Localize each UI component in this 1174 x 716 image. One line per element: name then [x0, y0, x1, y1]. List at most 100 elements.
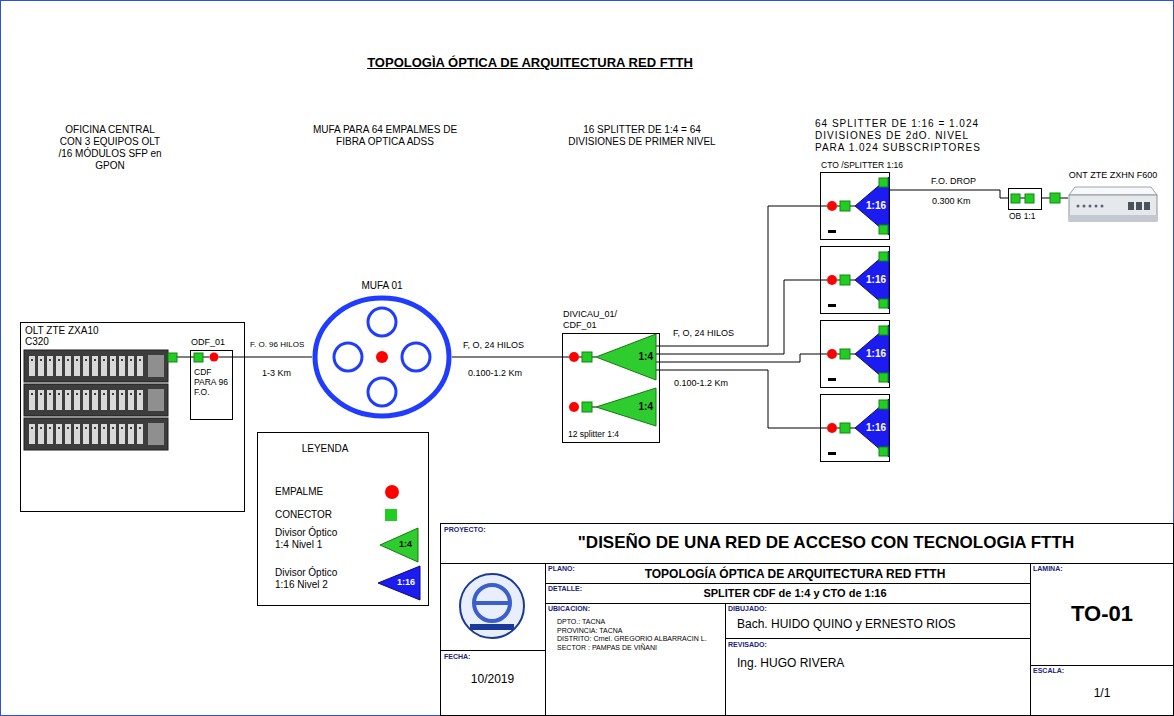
field-name: DETALLE:	[548, 585, 582, 593]
splice-symbol	[827, 423, 837, 433]
device-front	[1069, 195, 1157, 221]
field-name: FECHA:	[444, 653, 470, 661]
field-name: ESCALA:	[1033, 667, 1064, 675]
node-heading: MUFA 01	[332, 280, 432, 292]
legend-heading: LEYENDA	[290, 443, 360, 455]
splice-symbol	[827, 275, 837, 285]
olt-unit	[24, 418, 168, 450]
ont-device-outline	[1068, 184, 1158, 224]
connector-symbol	[879, 326, 888, 335]
logo-ring	[460, 574, 524, 638]
node-label: 1:16	[866, 274, 886, 286]
patch-fiber	[1020, 198, 1025, 199]
status-led	[1077, 205, 1080, 208]
field-name: PROYECTO:	[444, 526, 486, 534]
splitter-shape	[855, 251, 889, 309]
connector-symbol	[1025, 194, 1034, 203]
connector-symbol	[879, 373, 888, 382]
splitter-shape	[596, 334, 656, 380]
logo-mark	[474, 585, 510, 621]
field-name: PLANO:	[548, 565, 575, 573]
connector-symbol	[582, 402, 592, 412]
splitter-shape	[855, 399, 889, 457]
olt-unit	[24, 384, 168, 416]
legend-sample-ratio: 1:16	[397, 577, 415, 588]
node-heading: CTO /SPLITTER 1:16	[821, 160, 931, 170]
drawn-by: Bach. HUIDO QUINO y ERNESTO RIOS	[737, 617, 955, 631]
location-line: PROVINCIA: TACNA	[557, 627, 622, 635]
legend-text: EMPALME	[275, 486, 323, 498]
odf-box: ODF_01CDF PARA 96 F.O.	[190, 350, 233, 420]
title-block-grid	[440, 524, 1174, 716]
cto-box: 1:16	[820, 320, 890, 388]
olt-cards	[28, 355, 145, 377]
title-block-frame	[441, 524, 1174, 716]
legend-text: Divisor Óptico 1:4 Nivel 1	[275, 527, 350, 551]
scale-value: 1/1	[1032, 686, 1172, 700]
fiber-link	[656, 280, 820, 354]
distance-label: 0.300 Km	[932, 196, 971, 207]
location-line: SECTOR : PAMPAS DE VIÑANI	[557, 644, 657, 652]
fiber-link	[656, 354, 820, 362]
status-led	[1089, 205, 1092, 208]
splitter-shape	[855, 177, 889, 235]
connector-symbol	[840, 201, 850, 211]
date-value: 10/2019	[440, 672, 545, 686]
splice-tray	[368, 308, 396, 336]
fiber-link	[452, 357, 562, 358]
diagram-title: TOPOLOGÌA ÓPTICA DE ARQUITECTURA RED FTT…	[250, 55, 810, 71]
school-logo	[460, 574, 524, 638]
device-top	[1069, 187, 1157, 195]
sheet-number: TO-01	[1032, 601, 1172, 627]
connector-symbol	[879, 252, 888, 261]
splitter-triangle: 1:16	[855, 251, 889, 309]
splice-swatch	[385, 485, 399, 499]
splitter-shape	[596, 388, 656, 426]
splice-tray	[368, 378, 396, 406]
connector-symbol	[840, 349, 850, 359]
olt-equipment	[24, 350, 168, 450]
splice-tray	[334, 343, 362, 371]
splice-closure: MUFA 01	[312, 295, 452, 419]
olt-unit	[24, 350, 168, 382]
connector-symbol	[879, 178, 888, 187]
node-label: 12 splitter 1:4	[568, 429, 619, 439]
olt-fan	[148, 389, 164, 411]
connector-symbol	[840, 423, 850, 433]
cto-box: 1:16	[820, 394, 890, 462]
reviewed-by: Ing. HUGO RIVERA	[737, 656, 844, 670]
node-label: CDF PARA 96 F.O.	[194, 367, 230, 397]
field-name: DIBUJADO:	[728, 605, 767, 613]
patch-fiber	[562, 357, 596, 407]
cto-box: CTO /SPLITTER 1:161:16	[820, 172, 890, 240]
node-label: 1:4	[639, 401, 653, 413]
fiber-label: F, O, 24 HILOS	[462, 340, 525, 351]
termination-box: OB 1:1	[1008, 188, 1042, 210]
column-heading: 16 SPLITTER DE 1:4 = 64 DIVISIONES DE PR…	[562, 124, 722, 148]
device-port	[1144, 202, 1150, 210]
legend-splitter-sample	[378, 566, 420, 600]
status-led	[1083, 205, 1086, 208]
splitter-triangle: 1:16	[855, 399, 889, 457]
node-label: 1:16	[866, 200, 886, 212]
status-led	[1095, 205, 1098, 208]
node-label: 1:16	[866, 422, 886, 434]
node-heading: OB 1:1	[1009, 211, 1059, 221]
logo-band	[470, 624, 514, 630]
location-line: DPTO.: TACNA	[557, 618, 605, 626]
device-port	[1136, 202, 1142, 210]
field-name: REVISADO:	[728, 641, 767, 649]
column-heading: OFICINA CENTRAL CON 3 EQUIPOS OLT /16 MÓ…	[54, 124, 166, 172]
legend-splitter-sample	[380, 528, 418, 562]
splice-symbol	[569, 402, 579, 412]
column-heading: MUFA PARA 64 EMPALMES DE FIBRA OPTICA AD…	[305, 124, 465, 148]
distance-label: 1-3 Km	[262, 368, 291, 379]
splice-symbol	[210, 353, 219, 362]
connector-symbol	[879, 447, 888, 456]
connector-symbol	[1050, 193, 1060, 203]
fiber-label: F.O. DROP	[930, 176, 977, 187]
connector-swatch	[385, 509, 397, 521]
node-heading: ONT ZTE ZXHN F600	[1058, 170, 1168, 181]
